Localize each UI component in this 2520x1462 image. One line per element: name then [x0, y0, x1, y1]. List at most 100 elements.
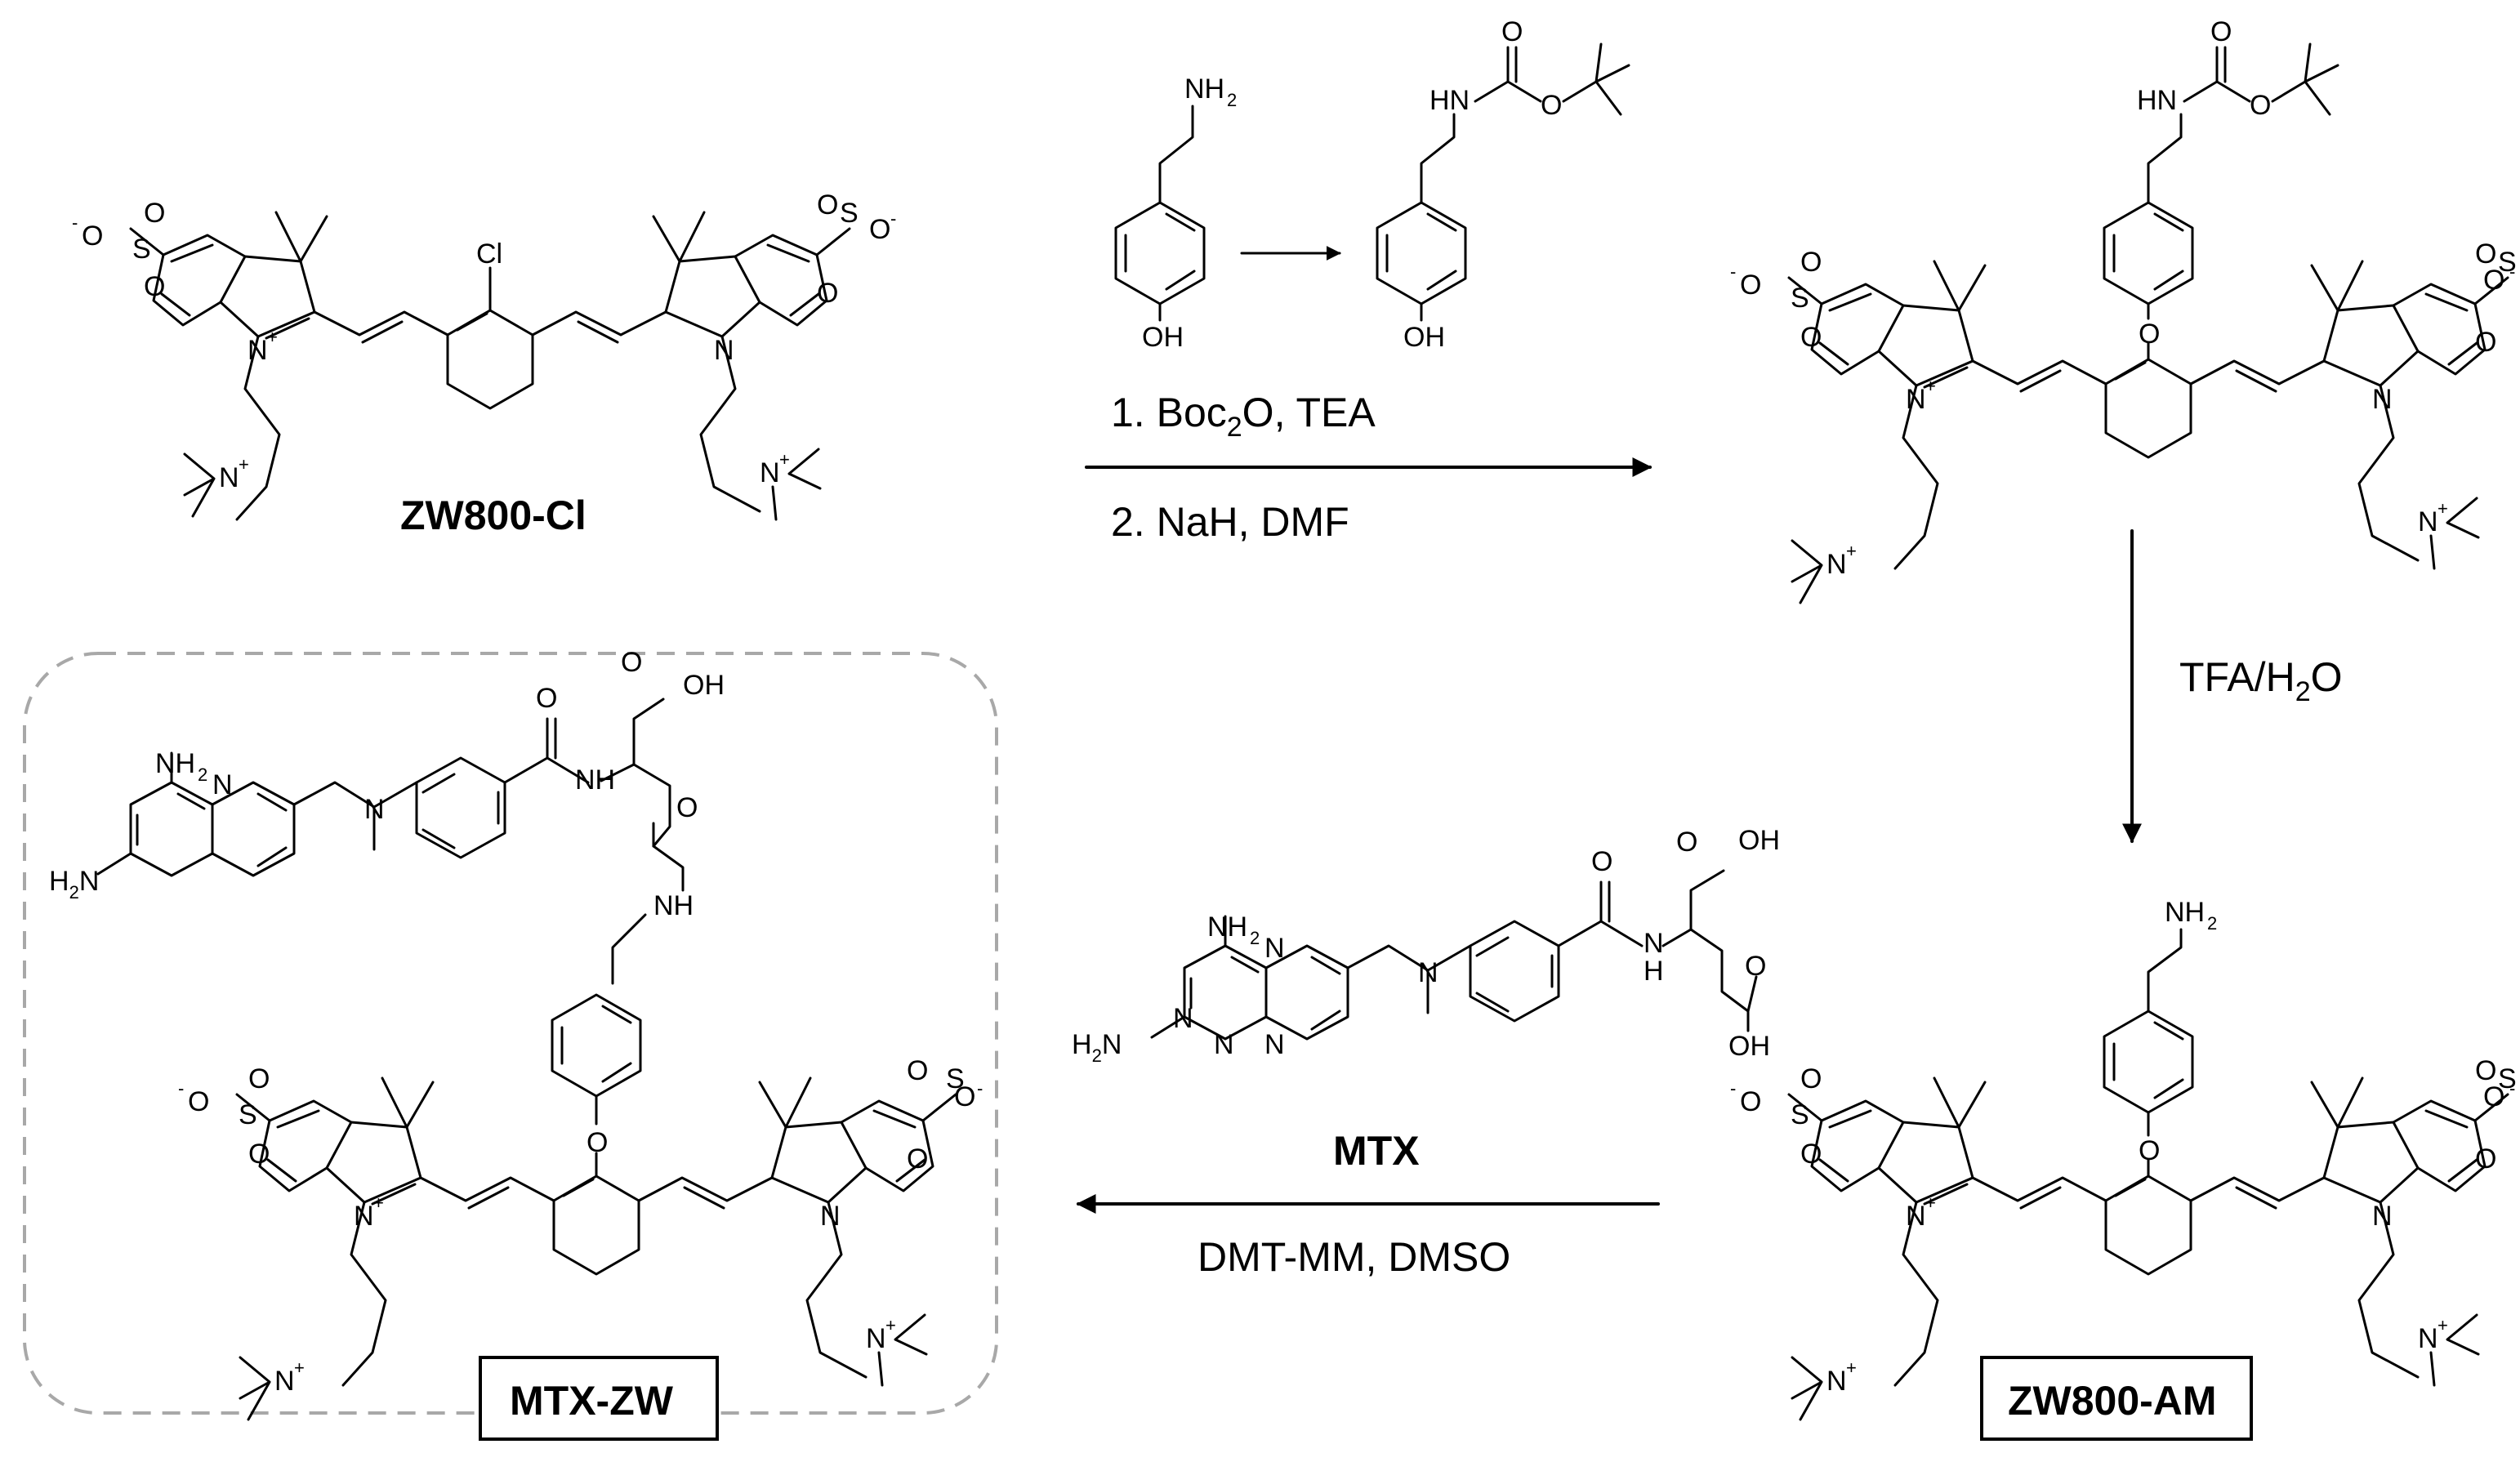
svg-text:O: O	[1501, 16, 1523, 47]
svg-text:NH: NH	[653, 890, 694, 921]
svg-text:-: -	[178, 1078, 184, 1099]
svg-text:+: +	[294, 1357, 305, 1378]
svg-text:O: O	[248, 1139, 270, 1170]
svg-text:O: O	[621, 647, 642, 678]
svg-text:O: O	[2483, 265, 2504, 296]
svg-text:O: O	[817, 189, 838, 221]
svg-text:O: O	[1800, 247, 1822, 278]
svg-text:S: S	[132, 234, 151, 265]
svg-text:OH: OH	[1728, 1031, 1770, 1062]
svg-text:O: O	[82, 221, 103, 252]
svg-text:N: N	[1264, 933, 1285, 964]
svg-text:NH: NH	[155, 748, 195, 779]
step1-line1: 1. Boc2O, TEA	[1111, 390, 1376, 443]
svg-text:+: +	[1925, 1192, 1936, 1213]
label-zw800-cl: ZW800-Cl	[400, 493, 587, 538]
svg-text:S: S	[1791, 1099, 1809, 1130]
svg-text:-: -	[2509, 261, 2515, 282]
svg-text:O: O	[587, 1127, 608, 1158]
svg-text:N: N	[2372, 1201, 2393, 1232]
svg-text:O: O	[2475, 1143, 2496, 1175]
svg-text:+: +	[239, 454, 249, 475]
coupling-conditions: DMT-MM, DMSO	[1198, 1234, 1510, 1280]
svg-text:N: N	[1214, 1029, 1234, 1060]
svg-text:O: O	[248, 1063, 270, 1094]
svg-text:O: O	[1800, 1063, 1822, 1094]
svg-text:HN: HN	[2137, 85, 2177, 116]
svg-text:N: N	[2418, 1323, 2438, 1354]
svg-text:OH: OH	[1403, 322, 1445, 353]
svg-text:O: O	[2210, 16, 2232, 47]
svg-text:HN: HN	[1429, 85, 1470, 116]
svg-text:-: -	[1730, 261, 1736, 282]
zw800-am-label-box	[1980, 1356, 2253, 1441]
svg-text:O: O	[1745, 951, 1766, 982]
svg-text:O: O	[144, 271, 165, 302]
svg-text:S: S	[2498, 247, 2517, 278]
svg-text:OH: OH	[683, 670, 725, 701]
svg-text:O: O	[2250, 90, 2271, 121]
tyramine-structure: NH 2 OH	[1114, 74, 1237, 353]
svg-text:O: O	[188, 1086, 209, 1117]
n-plus-left: N	[248, 335, 268, 366]
svg-text:OH: OH	[1142, 322, 1184, 353]
svg-text:O: O	[1800, 322, 1822, 353]
svg-text:+: +	[885, 1315, 896, 1335]
mtx-zw-structure: NH 2 H2N N N O NH O OH O NH O N + N S O …	[49, 647, 983, 1421]
svg-text:O: O	[1541, 90, 1562, 121]
svg-text:O: O	[1800, 1139, 1822, 1170]
svg-text:-: -	[977, 1078, 983, 1099]
svg-text:2: 2	[198, 764, 207, 785]
svg-text:O: O	[2483, 1081, 2504, 1112]
svg-text:N: N	[820, 1201, 841, 1232]
label-mtx-zw: MTX-ZW	[510, 1378, 674, 1424]
svg-text:S: S	[840, 198, 859, 229]
svg-text:O: O	[954, 1081, 975, 1112]
svg-text:OH: OH	[1738, 825, 1780, 856]
svg-text:H2N: H2N	[1072, 1029, 1122, 1066]
svg-text:N: N	[2418, 506, 2438, 537]
svg-text:N: N	[1418, 957, 1438, 988]
svg-text:2: 2	[2207, 913, 2217, 934]
svg-text:S: S	[2498, 1063, 2517, 1094]
svg-text:O: O	[1740, 1086, 1761, 1117]
svg-text:+: +	[779, 449, 790, 470]
svg-text:N: N	[1173, 1003, 1193, 1034]
svg-text:-: -	[1730, 1078, 1736, 1099]
svg-text:O: O	[536, 683, 557, 714]
svg-text:2: 2	[1227, 90, 1237, 110]
svg-text:N: N	[2372, 384, 2393, 415]
mtx-zw-label-box	[479, 1356, 719, 1441]
svg-text:N: N	[1906, 1201, 1926, 1232]
svg-text:O: O	[907, 1055, 928, 1086]
svg-text:N: N	[1826, 1366, 1847, 1397]
boc-tyramine-structure: HN O O OH	[1376, 16, 1630, 353]
svg-text:+: +	[373, 1192, 384, 1213]
label-zw800-am: ZW800-AM	[2008, 1378, 2217, 1424]
svg-text:N: N	[1644, 928, 1664, 959]
deprotection-conditions: TFA/H2O	[2179, 654, 2343, 707]
svg-text:+: +	[1846, 1357, 1857, 1378]
chloro-label: Cl	[476, 238, 502, 270]
svg-text:+: +	[1846, 541, 1857, 561]
svg-text:N: N	[364, 794, 385, 825]
svg-text:-: -	[2509, 1078, 2515, 1099]
svg-text:N: N	[1906, 384, 1926, 415]
svg-text:H2N: H2N	[49, 866, 99, 903]
svg-text:-: -	[72, 212, 78, 233]
svg-text:O: O	[1740, 270, 1761, 301]
svg-text:N: N	[1264, 1029, 1285, 1060]
svg-text:+: +	[1925, 376, 1936, 396]
svg-text:O: O	[676, 792, 698, 823]
svg-text:+: +	[267, 327, 278, 347]
svg-text:O: O	[2139, 319, 2160, 350]
svg-text:NH: NH	[2165, 897, 2205, 928]
product-frame	[23, 652, 998, 1415]
svg-text:O: O	[907, 1143, 928, 1175]
svg-text:H: H	[1644, 956, 1664, 987]
zw800-am-structure: O NH 2 N + N S O O - O S O O - O N + N +	[1730, 897, 2517, 1421]
step1-conditions: 1. Boc2O, TEA 2. NaH, DMF	[1085, 390, 1652, 545]
svg-text:O: O	[817, 278, 838, 309]
svg-text:-: -	[890, 208, 896, 229]
